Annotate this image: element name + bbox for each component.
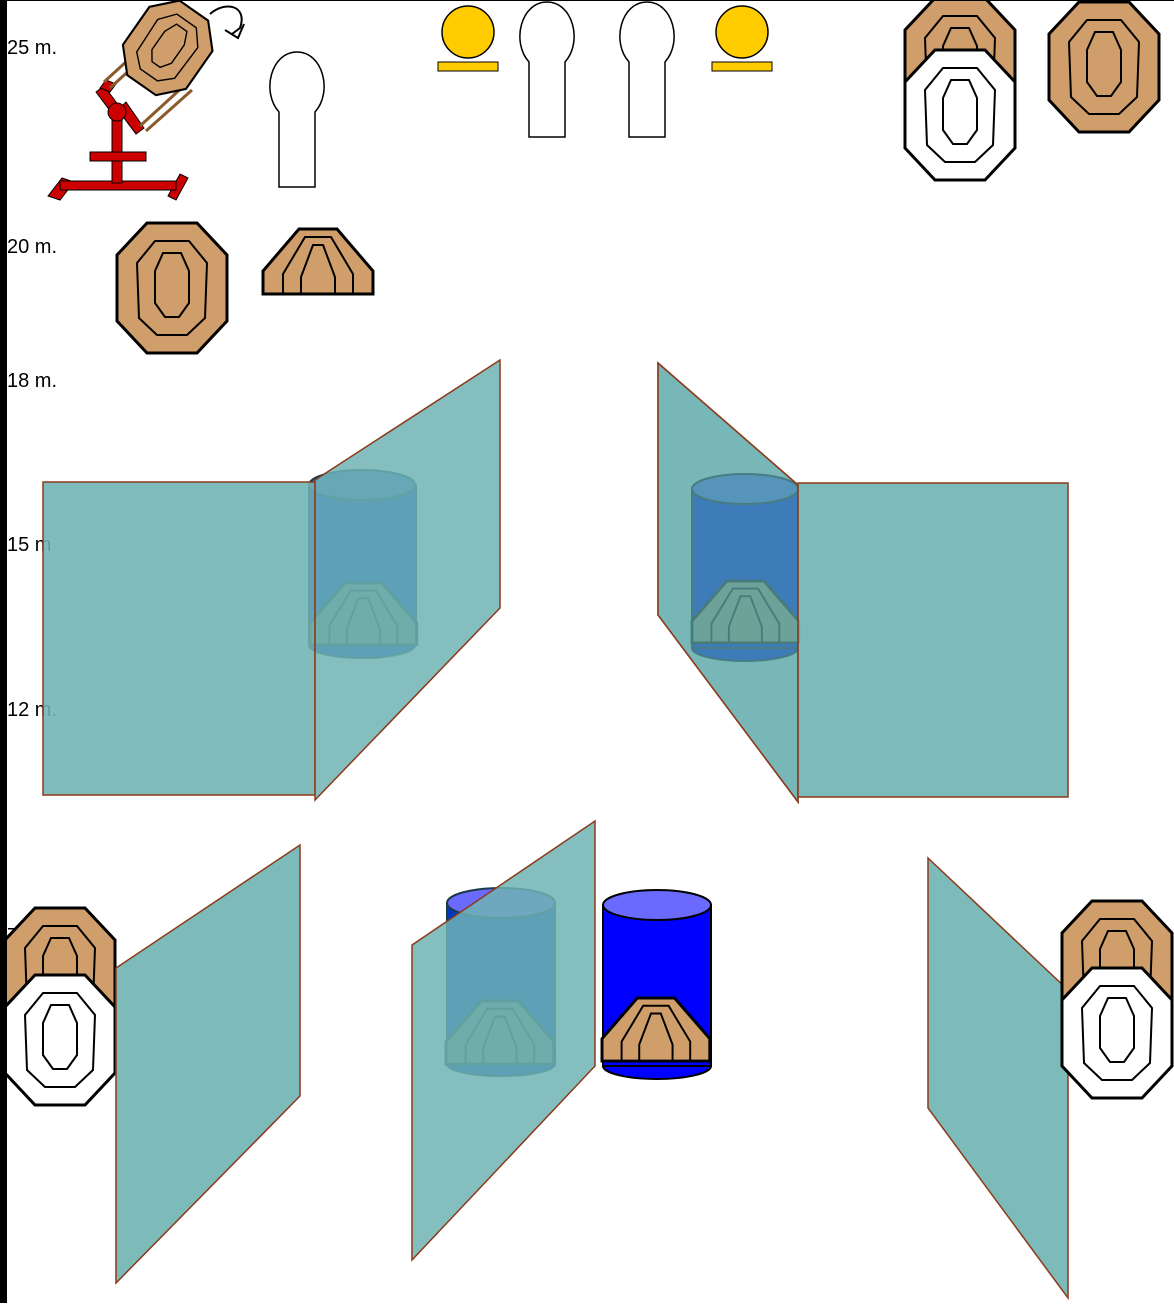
label-25m: 25 m. bbox=[7, 37, 57, 59]
no-shoot-popper bbox=[620, 2, 674, 137]
mini-target bbox=[263, 229, 373, 294]
top-border bbox=[0, 0, 1174, 1]
ipsc-target bbox=[117, 223, 227, 353]
no-shoot-popper bbox=[270, 52, 324, 187]
fault-line-wall bbox=[928, 858, 1068, 1298]
ipsc-target bbox=[1049, 2, 1159, 132]
no-shoot-popper bbox=[520, 2, 574, 137]
label-18m: 18 m. bbox=[7, 370, 57, 392]
rotation-arrow-icon bbox=[210, 6, 244, 38]
left-border bbox=[0, 0, 7, 1303]
swinger-target-stand bbox=[48, 0, 225, 200]
no-shoot-target bbox=[1062, 968, 1172, 1098]
popper-yellow-right bbox=[712, 6, 772, 71]
fault-line-wall bbox=[43, 482, 315, 795]
popper-yellow-left bbox=[438, 6, 498, 71]
label-20m: 20 m. bbox=[7, 236, 57, 258]
no-shoot-target bbox=[5, 975, 115, 1105]
fault-line-wall bbox=[798, 483, 1068, 797]
fault-line-wall bbox=[412, 821, 595, 1260]
fault-line-wall bbox=[315, 360, 500, 800]
no-shoot-target bbox=[905, 50, 1015, 180]
fault-line-wall bbox=[116, 845, 300, 1283]
